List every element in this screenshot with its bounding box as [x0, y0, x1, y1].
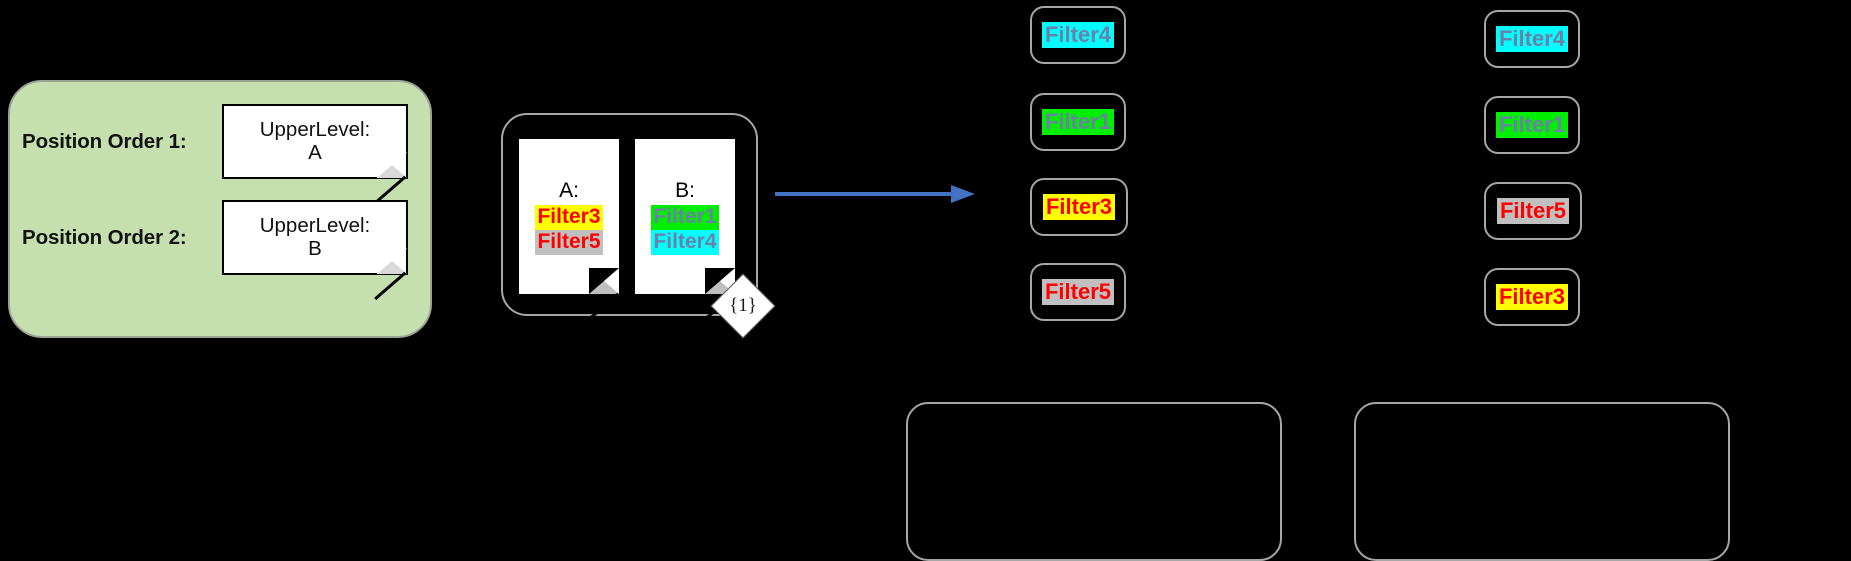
document-b-line-2: Filter4 [651, 229, 719, 255]
filter-chip: Filter4 [1041, 21, 1115, 49]
multiplicity-label: {1} [729, 295, 757, 316]
document-b-line-1: Filter1 [651, 205, 719, 230]
upperlevel-note-a-value: A [308, 140, 322, 164]
result-col2-item-4[interactable]: Filter3 [1484, 268, 1580, 326]
position-order-2-label: Position Order 2: [22, 225, 187, 249]
arrow-right-icon [775, 185, 975, 203]
upperlevel-note-b-caption: UpperLevel: [259, 213, 371, 237]
page-fold-line-icon [587, 292, 619, 321]
filter-chip: Filter5 [1496, 197, 1570, 225]
result-col1-item-4[interactable]: Filter5 [1030, 263, 1126, 321]
bottom-panel-right[interactable] [1354, 402, 1730, 561]
filter-chip: Filter3 [1042, 193, 1116, 221]
position-order-row-1: Position Order 1: UpperLevel: A [22, 104, 426, 204]
position-order-panel: Position Order 1: UpperLevel: A Position… [8, 80, 432, 338]
result-col2-item-2[interactable]: Filter1 [1484, 96, 1580, 154]
result-col1-item-1[interactable]: Filter4 [1030, 6, 1126, 64]
multiplicity-marker: {1} [710, 273, 776, 339]
page-fold-icon [377, 248, 407, 274]
result-col2-item-1[interactable]: Filter4 [1484, 10, 1580, 68]
document-b-title: B: [675, 179, 695, 202]
document-b[interactable]: B: Filter1 Filter4 [635, 139, 735, 321]
filter-chip: Filter4 [1495, 25, 1569, 53]
flow-arrow [775, 180, 975, 208]
result-col1-item-3[interactable]: Filter3 [1030, 178, 1128, 236]
page-fold-line-icon [374, 271, 406, 300]
document-pair-container: A: Filter3 Filter5 B: Filter1 Filter4 [501, 113, 758, 321]
bottom-panel-left[interactable] [906, 402, 1282, 561]
document-a[interactable]: A: Filter3 Filter5 [519, 139, 619, 321]
page-fold-icon [377, 152, 407, 178]
upperlevel-note-a-caption: UpperLevel: [259, 117, 371, 141]
upperlevel-note-b-value: B [308, 236, 322, 260]
result-col2-item-3[interactable]: Filter5 [1484, 182, 1582, 240]
document-a-title: A: [559, 179, 579, 202]
filter-chip: Filter5 [1041, 278, 1115, 306]
result-col1-item-2[interactable]: Filter1 [1030, 93, 1126, 151]
position-order-row-2: Position Order 2: UpperLevel: B [22, 200, 426, 300]
upperlevel-note-b[interactable]: UpperLevel: B [222, 200, 408, 300]
position-order-1-label: Position Order 1: [22, 129, 187, 153]
filter-chip: Filter3 [1495, 283, 1569, 311]
filter-chip: Filter1 [1041, 108, 1115, 136]
document-a-line-2: Filter5 [535, 229, 603, 255]
document-a-line-1: Filter3 [535, 205, 603, 230]
page-fold-icon [589, 268, 619, 294]
filter-chip: Filter1 [1495, 111, 1569, 139]
upperlevel-note-a[interactable]: UpperLevel: A [222, 104, 408, 204]
